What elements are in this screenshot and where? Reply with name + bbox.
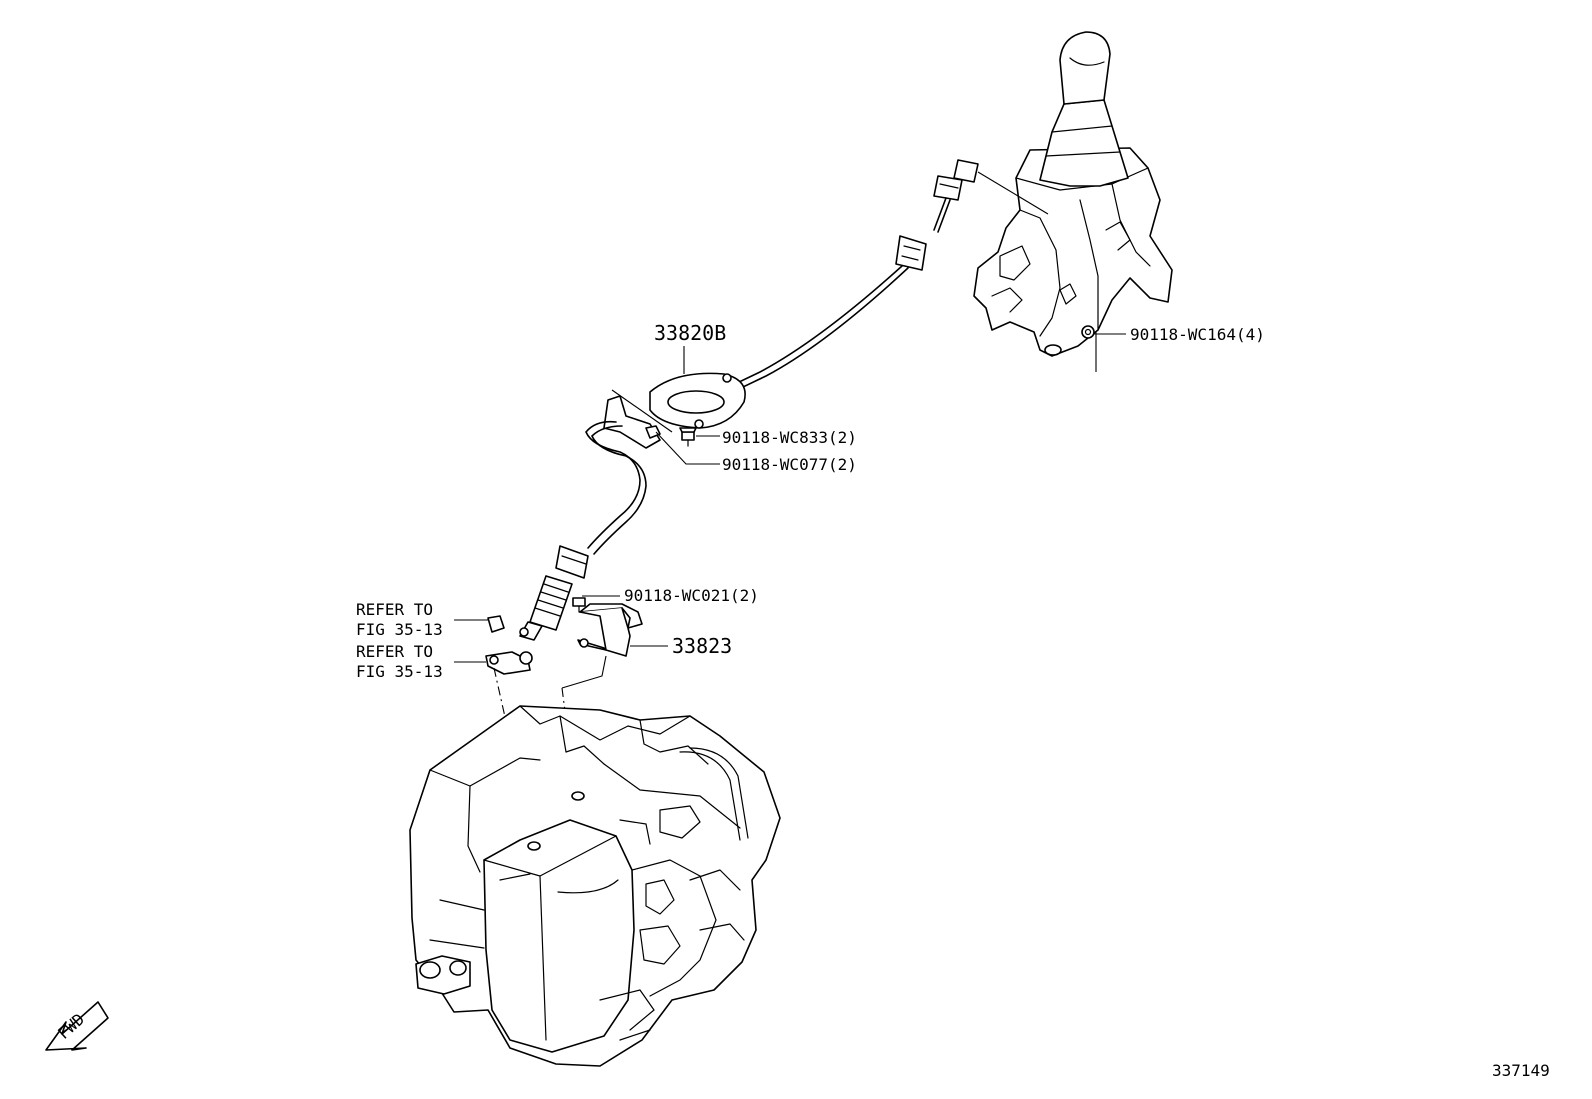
label-refer-2-line1: REFER TO	[356, 642, 433, 661]
label-bracket-33823: 33823	[672, 634, 732, 658]
label-refer-1-line1: REFER TO	[356, 600, 433, 619]
shift-lever-assembly	[973, 31, 1173, 372]
figure-id: 337149	[1492, 1061, 1550, 1080]
label-bolt-wc021: 90118-WC021(2)	[624, 586, 759, 605]
cable-bracket	[577, 603, 643, 657]
label-refer-2-line2: FIG 35-13	[356, 662, 443, 681]
bolt-wc021	[572, 597, 586, 613]
nut-wc164	[1081, 325, 1095, 339]
fwd-arrow: FWD	[45, 1001, 109, 1051]
label-refer-1-line2: FIG 35-13	[356, 620, 443, 639]
shift-control-cable	[519, 159, 1049, 641]
label-nut-wc077: 90118-WC077(2)	[722, 455, 857, 474]
bolt-wc833	[679, 427, 697, 447]
nut-wc077	[645, 425, 661, 439]
link-bracket	[485, 651, 533, 675]
refer-nut-1	[487, 615, 505, 633]
label-cable-33820b: 33820B	[654, 321, 726, 345]
label-nut-wc164: 90118-WC164(4)	[1130, 325, 1265, 344]
label-bolt-wc833: 90118-WC833(2)	[722, 428, 857, 447]
transaxle	[409, 705, 781, 1067]
